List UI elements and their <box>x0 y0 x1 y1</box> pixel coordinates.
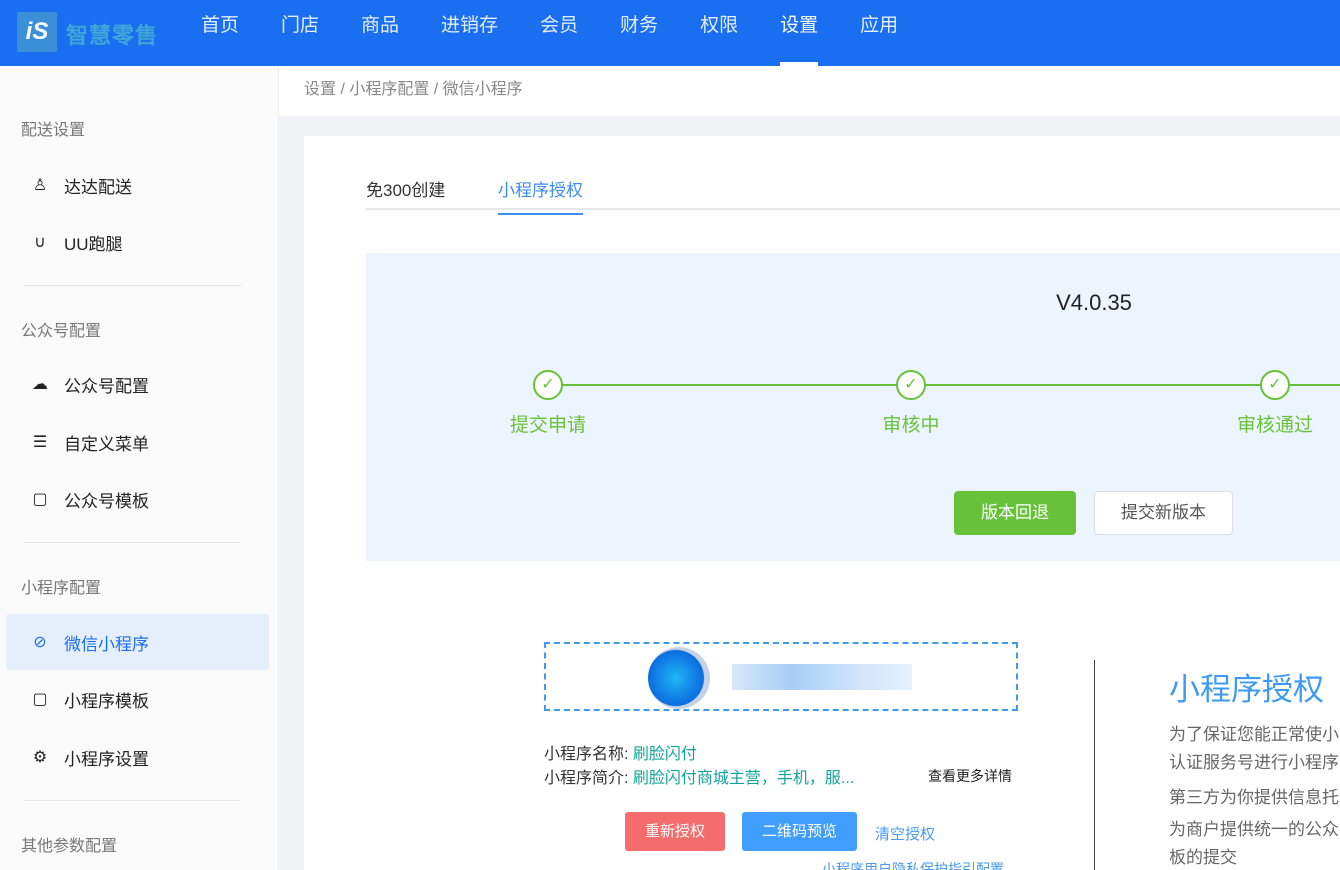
step-label: 审核中 <box>882 415 940 436</box>
auth-text-line: 第三方为你提供信息托 <box>1169 788 1339 807</box>
step-submit: ✓ 提交申请 <box>488 370 608 437</box>
vertical-divider <box>1094 660 1095 870</box>
sidebar-item-custom-menu[interactable]: ☰ 自定义菜单 <box>6 414 269 470</box>
nav-apps[interactable]: 应用 <box>860 15 899 36</box>
courier-icon: ♙ <box>32 177 48 194</box>
sidebar-item-label: 微信小程序 <box>64 634 149 654</box>
divider <box>24 542 241 543</box>
wechat-icon: ☁ <box>32 376 48 393</box>
section-title: 小程序配置 <box>21 580 102 597</box>
step-label: 提交申请 <box>509 415 586 436</box>
sidebar-item-uu[interactable]: ∪ UU跑腿 <box>6 214 269 270</box>
nav-store[interactable]: 门店 <box>281 15 320 36</box>
main-nav: 首页 门店 商品 进销存 会员 财务 权限 设置 应用 <box>180 0 919 66</box>
menu-icon: ☰ <box>32 434 48 451</box>
section-title: 公众号配置 <box>21 323 102 340</box>
name-value: 刷脸闪付 <box>632 746 697 763</box>
gear-icon: ⚙ <box>32 749 48 766</box>
sidebar-item-mp-settings[interactable]: ⚙ 小程序设置 <box>6 729 269 785</box>
clear-auth-link[interactable]: 清空授权 <box>875 826 936 843</box>
nav-member[interactable]: 会员 <box>540 15 579 36</box>
sidebar-item-official-account[interactable]: ☁ 公众号配置 <box>6 356 269 412</box>
nav-permission[interactable]: 权限 <box>700 15 739 36</box>
nav-inventory[interactable]: 进销存 <box>441 15 499 36</box>
magnet-icon: ∪ <box>34 234 46 251</box>
content-card: 免300创建 小程序授权 V4.0.35 ✓ 提交申请 ✓ 审核中 ✓ 审核通过 版本… <box>304 136 1340 870</box>
qr-preview-button[interactable]: 二维码预览 <box>742 812 857 851</box>
breadcrumb: 设置 / 小程序配置 / 微信小程序 <box>279 66 1340 116</box>
version-panel: V4.0.35 ✓ 提交申请 ✓ 审核中 ✓ 审核通过 版本回退 提交新版本 <box>366 253 1340 561</box>
template-icon: ▢ <box>32 491 48 508</box>
steps-line <box>548 384 1340 386</box>
auth-title: 小程序授权 <box>1169 672 1324 707</box>
sidebar-item-label: 公众号配置 <box>64 376 149 396</box>
intro-row: 小程序简介: 刷脸闪付商城主营，手机，服... <box>544 764 854 788</box>
sidebar-item-label: UU跑腿 <box>64 234 123 254</box>
intro-label: 小程序简介: <box>544 770 629 787</box>
intro-value: 刷脸闪付商城主营，手机，服... <box>632 770 855 787</box>
divider <box>24 285 241 286</box>
more-details-link[interactable]: 查看更多详情 <box>928 768 1012 784</box>
name-row: 小程序名称: 刷脸闪付 <box>544 740 697 764</box>
nav-goods[interactable]: 商品 <box>361 15 400 36</box>
step-reviewing: ✓ 审核中 <box>851 370 971 437</box>
check-icon: ✓ <box>1260 370 1290 400</box>
privacy-guide-link[interactable]: 小程序用户隐私保护指引配置 <box>822 861 1004 870</box>
tab-miniprogram-auth[interactable]: 小程序授权 <box>498 176 583 215</box>
auth-text-line: 认证服务号进行小程序 <box>1169 753 1339 772</box>
sidebar-item-mp-template[interactable]: ▢ 小程序模板 <box>6 671 269 727</box>
sidebar-item-oa-template[interactable]: ▢ 公众号模板 <box>6 471 269 527</box>
name-label: 小程序名称: <box>544 746 629 763</box>
submit-new-version-button[interactable]: 提交新版本 <box>1094 491 1233 535</box>
miniprogram-profile-box <box>544 642 1018 711</box>
version-label: V4.0.35 <box>1056 290 1132 315</box>
sidebar-item-label: 小程序模板 <box>64 691 149 711</box>
sidebar-item-label: 达达配送 <box>64 177 132 197</box>
redacted-name <box>732 664 912 690</box>
top-header: iS 智慧零售 首页 门店 商品 进销存 会员 财务 权限 设置 应用 <box>0 0 1340 66</box>
logo-text: 智慧零售 <box>66 23 159 49</box>
sidebar: 配送设置 ♙ 达达配送 ∪ UU跑腿 公众号配置 ☁ 公众号配置 ☰ 自定义菜单 ▢ 公众… <box>0 66 279 870</box>
section-title: 其他参数配置 <box>21 838 118 855</box>
step-label: 审核通过 <box>1236 415 1313 436</box>
section-title: 配送设置 <box>21 122 86 139</box>
miniprogram-avatar <box>648 647 710 709</box>
sidebar-item-label: 小程序设置 <box>64 749 149 769</box>
sidebar-item-label: 自定义菜单 <box>64 434 149 454</box>
check-icon: ✓ <box>896 370 926 400</box>
nav-finance[interactable]: 财务 <box>620 15 659 36</box>
logo-icon: iS <box>17 12 57 52</box>
nav-home[interactable]: 首页 <box>201 15 240 36</box>
auth-text-line: 板的提交 <box>1169 848 1237 867</box>
auth-text-line: 为商户提供统一的公众 <box>1169 820 1339 839</box>
auth-text-line: 为了保证您能正常使小 <box>1169 725 1339 744</box>
step-approved: ✓ 审核通过 <box>1215 370 1335 437</box>
tab-free-create[interactable]: 免300创建 <box>366 181 446 200</box>
check-icon: ✓ <box>533 370 563 400</box>
nav-settings[interactable]: 设置 <box>780 0 819 66</box>
divider <box>24 800 241 801</box>
tab-bar: 免300创建 小程序授权 <box>366 166 1340 215</box>
rollback-button[interactable]: 版本回退 <box>954 491 1076 535</box>
template-icon: ▢ <box>32 691 48 708</box>
sidebar-item-label: 公众号模板 <box>64 491 149 511</box>
miniprogram-icon: ⊘ <box>33 634 47 651</box>
sidebar-item-wechat-miniprogram[interactable]: ⊘ 微信小程序 <box>6 614 269 670</box>
sidebar-item-dada[interactable]: ♙ 达达配送 <box>6 157 269 213</box>
reauthorize-button[interactable]: 重新授权 <box>625 812 725 851</box>
